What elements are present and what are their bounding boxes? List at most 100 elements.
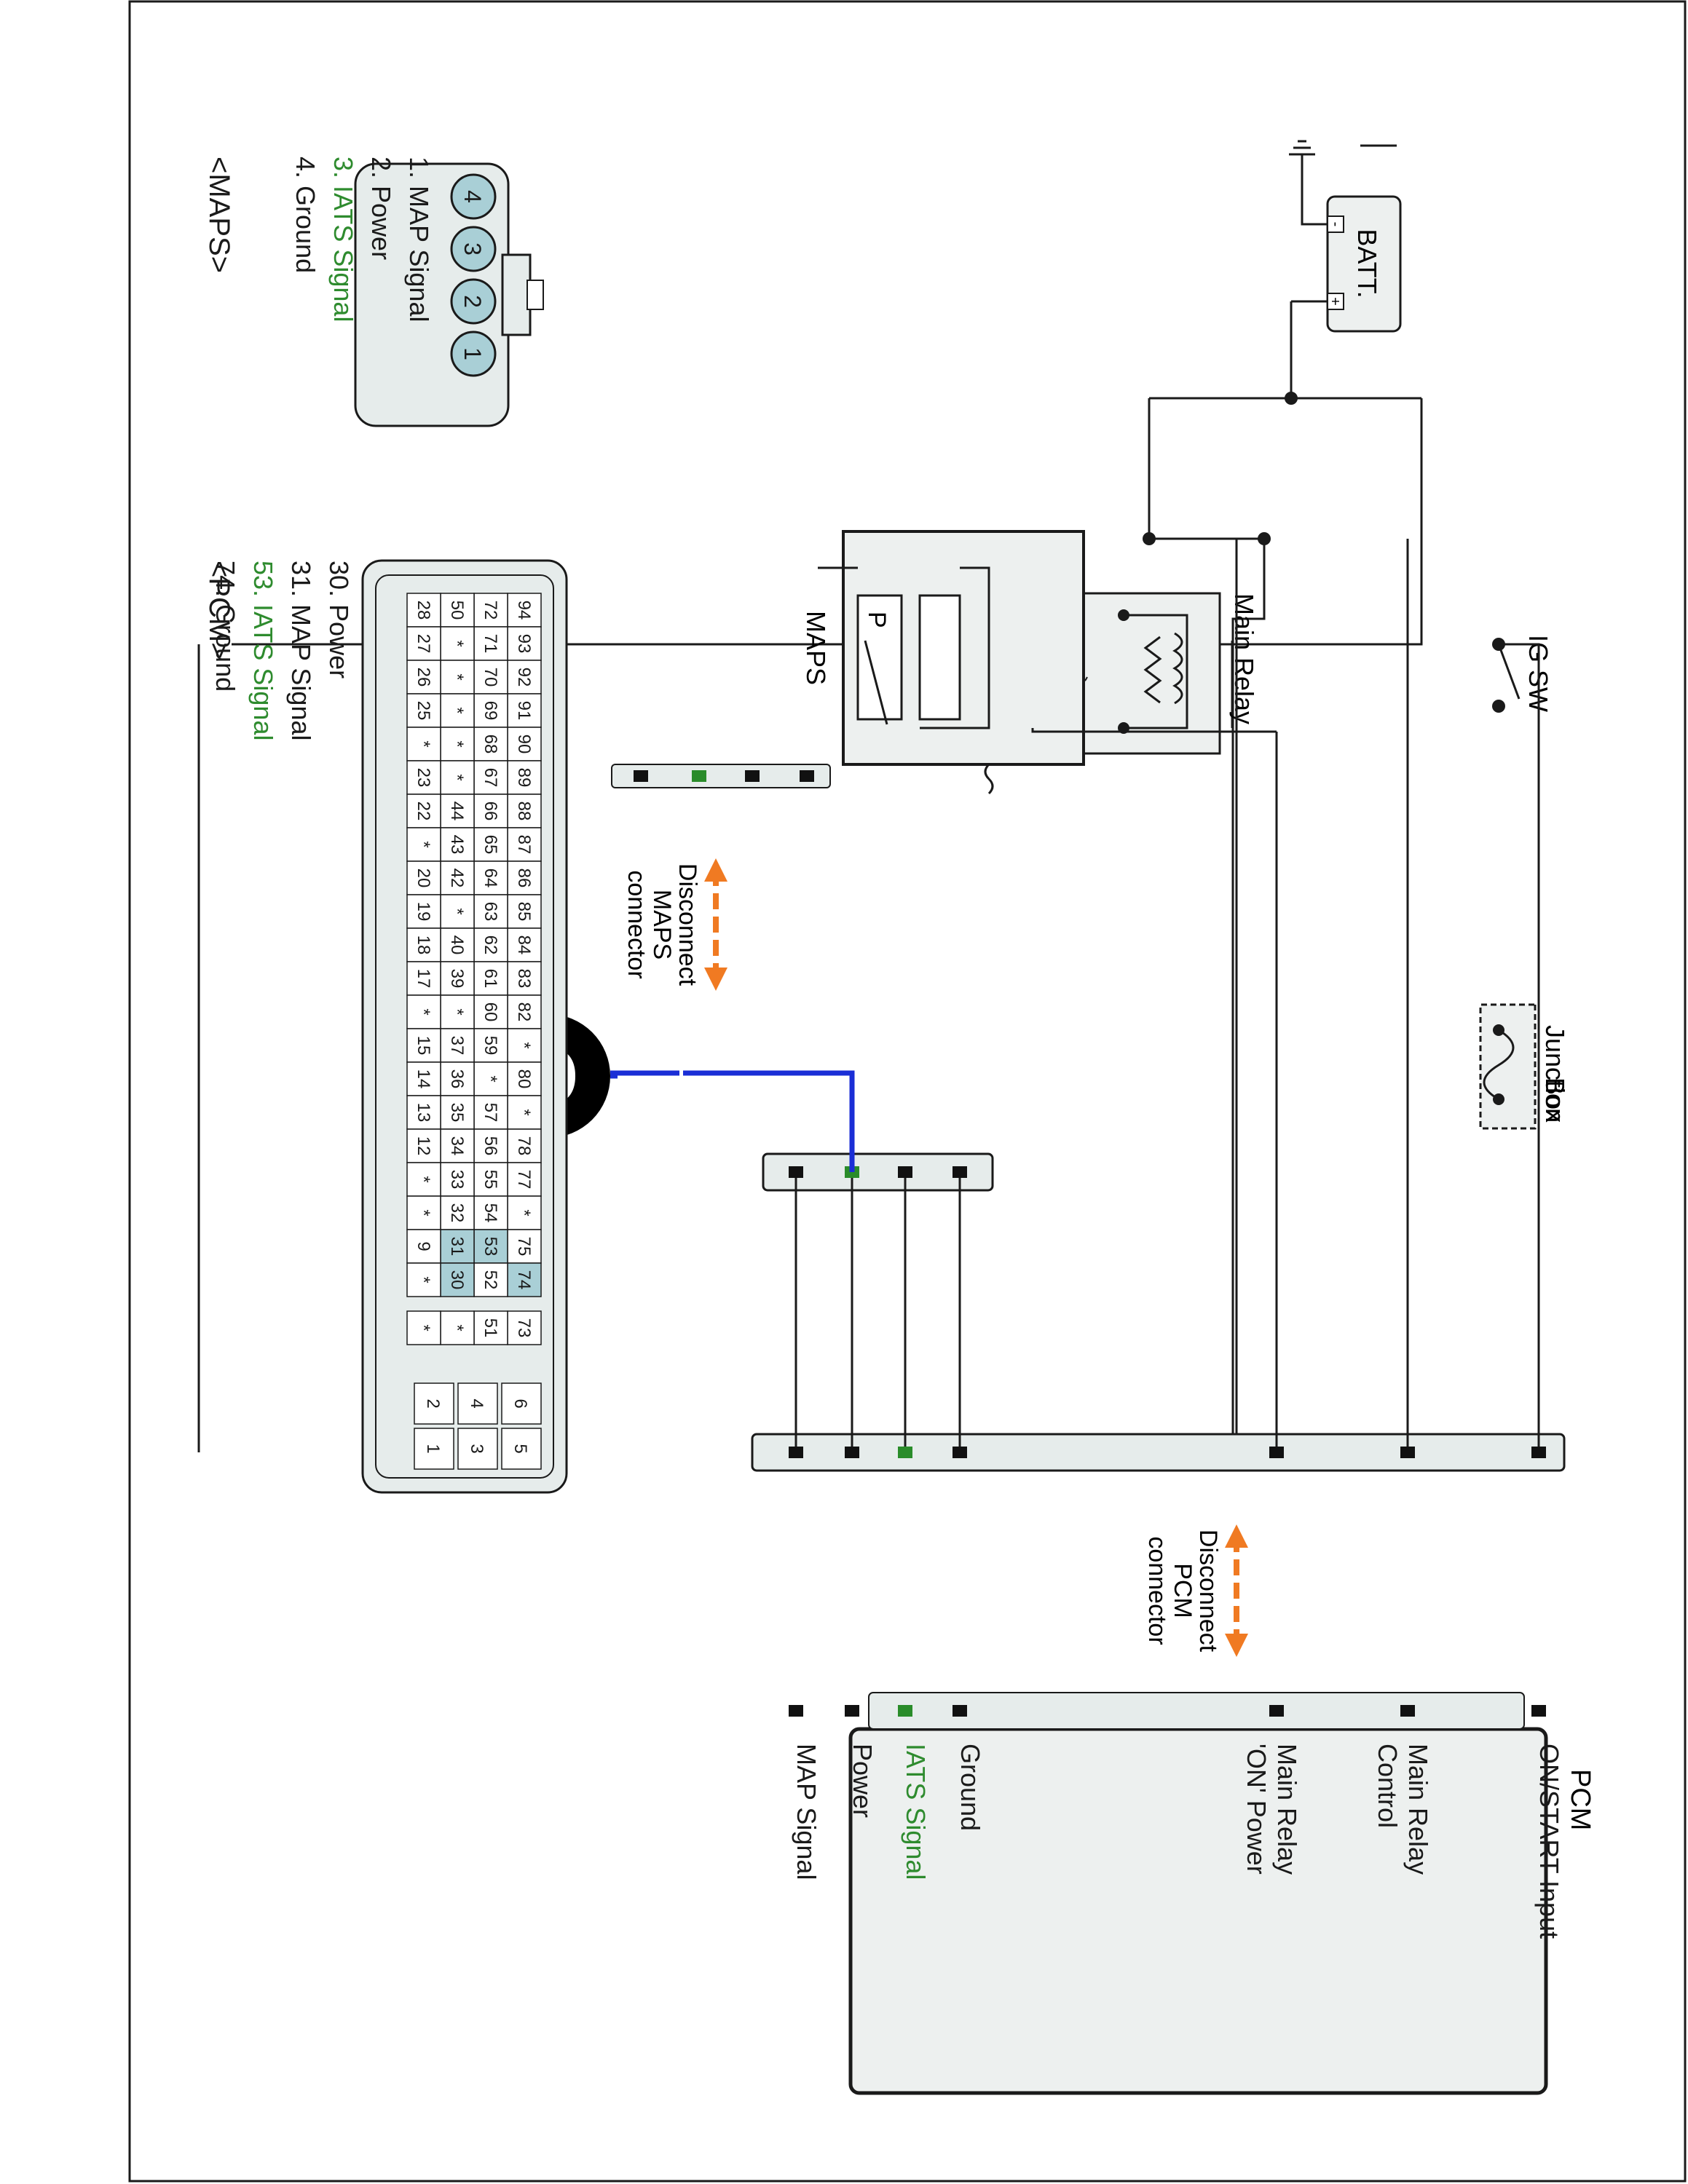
pcm-view-cell-number: 12: [414, 1136, 433, 1156]
pcm-view-cell-number: 52: [481, 1270, 500, 1290]
disconnect-pcm-text-2: PCM: [1169, 1563, 1196, 1618]
pcm-view-cell-number: 33: [447, 1170, 467, 1190]
harness-pin: [898, 1447, 912, 1458]
page-frame: [128, 0, 1687, 2183]
wire-on-start: [1499, 643, 1540, 1452]
pcm-view-cell-number: 73: [514, 1318, 534, 1338]
pcm-view-cell-number: 22: [414, 802, 433, 821]
pcm-view-cell-number: 30: [447, 1270, 467, 1290]
maps-view-pin-number: 4: [460, 190, 486, 203]
pcm-view-cell-number: *: [447, 1324, 467, 1331]
maps-sensor-pin: [634, 770, 648, 782]
pcm-view-cell-number: *: [414, 740, 433, 747]
maps-sensor-pin: [692, 770, 706, 782]
pcm-connector-inner: [375, 574, 554, 1479]
disconnect-pcm-text-3: connector: [1143, 1536, 1171, 1645]
pcm-view-cell-number: 20: [414, 869, 433, 888]
pcm-view-cell-number: 55: [481, 1170, 500, 1190]
maps-legend-item: 1. MAP Signal: [404, 157, 434, 322]
pcm-legend-item: 74. Ground: [210, 561, 240, 692]
pcm-view-cell-number: 35: [447, 1103, 467, 1123]
pcm-pin-label: Power: [848, 1744, 877, 1818]
pcm-view-cell-number: 67: [481, 768, 500, 788]
harness-pin: [845, 1447, 859, 1458]
disconnect-pcm-arrow: Disconnect PCM connector: [1143, 1524, 1248, 1657]
pcm-view-cell-number: 87: [514, 835, 534, 855]
connector-wires: [197, 539, 1566, 1472]
pcm-view-cell-number: 44: [447, 802, 467, 821]
harness-pin: [789, 1447, 803, 1458]
pcm-view-cell-number: 66: [481, 802, 500, 821]
pcm-connector-view: <PCM>94939291908988878685848382*80*7877*…: [203, 559, 568, 1494]
pcm-title: PCM: [1565, 1769, 1596, 1830]
pcm-view-power-pin-number: 4: [467, 1398, 486, 1408]
pcm-view-cell-number: *: [414, 1008, 433, 1015]
pcm-view-power-pin: [414, 1428, 454, 1470]
wiring: [232, 300, 1423, 1456]
disconnect-pcm-text-1: Disconnect: [1194, 1530, 1222, 1653]
pcm-pin: [789, 1705, 803, 1717]
pcm-view-cell-number: 13: [414, 1103, 433, 1123]
maps-view-pin-number: 2: [460, 295, 486, 308]
pcm-view-power-pin-number: 6: [510, 1398, 530, 1408]
pcm-view-cell-number: 27: [414, 634, 433, 654]
pcm-pin-label: Main Relay: [1403, 1744, 1433, 1875]
pcm-view-cell-number: *: [414, 1209, 433, 1216]
battery-pos-label: +: [1327, 297, 1343, 306]
pcm-view-cell: [406, 1310, 441, 1345]
pcm-view-cell-number: 90: [514, 735, 534, 754]
maps-component-label: MAPS: [801, 611, 831, 685]
splice-pin: [898, 1166, 912, 1178]
pcm-view-title: <PCM>: [203, 561, 235, 660]
pcm-view-cell-number: 68: [481, 735, 500, 754]
pcm-view-cell-number: 36: [447, 1069, 467, 1089]
pcm-view-cell-number: *: [514, 1109, 534, 1115]
pcm-view-cell-number: 9: [414, 1241, 433, 1251]
disconnect-maps-text-3: connector: [623, 870, 650, 978]
maps-legend-item: 2. Power: [366, 157, 396, 260]
rotated-diagram: BATT. - +: [197, 140, 1596, 2095]
pcm-pin-label: MAP Signal: [792, 1744, 821, 1880]
pcm-view-cell-number: 28: [414, 601, 433, 620]
maps-connector-latch-tab: [526, 280, 544, 310]
pcm-view-cell-number: *: [414, 841, 433, 847]
pcm-module: PCM: [848, 1692, 1596, 2095]
pcm-view-cell-number: 43: [447, 835, 467, 855]
pcm-view-cell-number: 77: [514, 1170, 534, 1190]
pcm-view-cell-number: 93: [514, 634, 534, 654]
pcm-view-cell-number: *: [481, 1075, 500, 1082]
harness-pin: [1269, 1447, 1284, 1458]
pcm-view-cell-number: 82: [514, 1002, 534, 1022]
pcm-view-cell-number: *: [447, 1008, 467, 1015]
pcm-view-cell-number: *: [514, 1042, 534, 1048]
pcm-view-cell-number: *: [447, 640, 467, 646]
pcm-legend-item: 30. Power: [324, 561, 354, 678]
pcm-view-power-pin-number: 2: [423, 1398, 443, 1408]
pcm-view-cell-number: 32: [447, 1203, 467, 1223]
maps-view-pin: [450, 226, 497, 272]
pcm-view-cell-number: 59: [481, 1036, 500, 1056]
pcm-view-power-pin: [457, 1428, 498, 1470]
maps-view-pin: [450, 278, 497, 325]
disconnect-maps-text-2: MAPS: [648, 890, 676, 960]
wire-relay-contact: [1031, 728, 1277, 733]
pcm-pin: [1531, 1705, 1546, 1717]
pcm-view-cell-number: 71: [481, 634, 500, 654]
ohmmeter-lead: [683, 1070, 855, 1172]
pcm-pin: [845, 1705, 859, 1717]
pcm-view-cell-number: 39: [447, 969, 467, 989]
pcm-pin-label: Main Relay: [1272, 1744, 1302, 1875]
splice-pin: [789, 1166, 803, 1178]
pcm-view-cell-number: 63: [481, 902, 500, 922]
maps-sensor-pin: [800, 770, 814, 782]
pcm-view-cell-number: 89: [514, 768, 534, 788]
pcm-view-cell-number: 15: [414, 1036, 433, 1056]
harness-pin: [1531, 1447, 1546, 1458]
pcm-pin-label: IATS Signal: [901, 1744, 931, 1880]
pcm-view-cell-number: 61: [481, 969, 500, 989]
pcm-view-cell-number: 60: [481, 1002, 500, 1022]
pcm-view-cell-number: *: [514, 1209, 534, 1216]
pcm-view-cell-number: 57: [481, 1103, 500, 1123]
